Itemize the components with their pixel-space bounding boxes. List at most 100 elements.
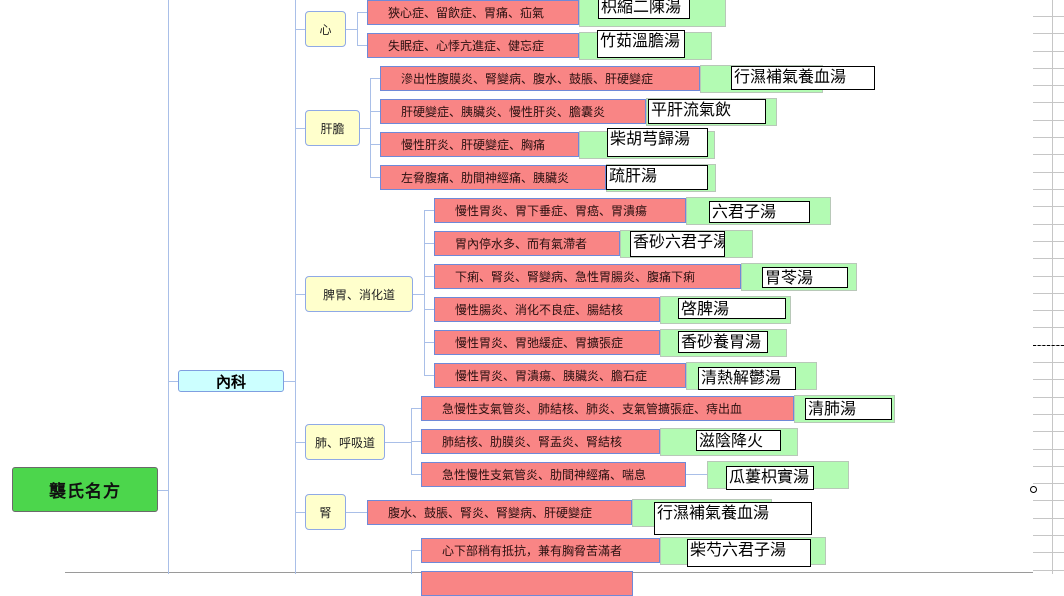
remedy-label[interactable]: 瓜蔞枳實湯 [726, 466, 814, 490]
remedy-label[interactable]: 六君子湯 [709, 201, 810, 223]
sheet-gridline [1033, 570, 1064, 571]
connector-line [295, 442, 305, 443]
remedy-label[interactable]: 滋陰降火 [696, 430, 781, 451]
remedy-label[interactable]: 清熱解鬱湯 [698, 367, 796, 390]
sheet-gridline [1033, 68, 1064, 69]
symptom-node[interactable]: 胃內停水多、而有氣滯者 [434, 231, 620, 256]
connector-line [424, 309, 434, 310]
symptom-node[interactable]: 下痢、腎炎、腎變病、急性胃腸炎、腹痛下痢 [434, 264, 741, 289]
symptom-node[interactable]: 心下部稍有抵抗，兼有胸脅苦滿者 [421, 538, 660, 563]
sheet-gridline [1033, 51, 1064, 52]
sheet-gridline [1033, 379, 1064, 380]
connector-line [357, 45, 367, 46]
symptom-node[interactable]: 肺結核、肋膜炎、腎盂炎、腎結核 [421, 429, 660, 454]
connector-line [413, 294, 424, 295]
connector-line [686, 474, 707, 475]
sheet-gridline [1033, 189, 1064, 190]
category-node[interactable]: 肺、呼吸道 [305, 424, 385, 460]
sheet-gridline [1033, 500, 1064, 501]
remedy-label[interactable]: 平肝流氣飲 [648, 99, 766, 124]
connector-line [370, 144, 380, 145]
root-node[interactable]: 襲氏名方 [12, 467, 158, 512]
connector-line [411, 441, 421, 442]
sheet-gridline [1033, 137, 1064, 138]
connector-line [295, 0, 296, 574]
selection-handle[interactable] [1030, 486, 1037, 493]
connector-line [424, 276, 434, 277]
remedy-label[interactable]: 竹茹溫膽湯 [597, 30, 685, 58]
sheet-gridline [1033, 102, 1064, 103]
connector-line [370, 111, 380, 112]
category-node[interactable]: 腎 [305, 494, 346, 530]
remedy-label[interactable]: 清肺湯 [805, 398, 892, 420]
connector-line [357, 12, 367, 13]
symptom-node[interactable]: 肝硬變症、胰臟炎、慢性肝炎、膽囊炎 [380, 99, 646, 124]
symptom-node[interactable]: 腹水、鼓脹、腎炎、腎變病、肝硬變症 [367, 500, 632, 525]
symptom-node[interactable]: 急慢性支氣管炎、肺結核、肺炎、支氣管擴張症、痔出血 [421, 396, 794, 421]
connector-line [158, 490, 168, 491]
remedy-label[interactable]: 胃苓湯 [762, 267, 848, 288]
symptom-node[interactable]: 慢性胃炎、胃下垂症、胃癌、胃潰瘍 [434, 198, 686, 223]
remedy-label[interactable]: 行濕補氣養血湯 [731, 66, 875, 90]
remedy-label[interactable]: 柴胡芎歸湯 [607, 128, 708, 157]
remedy-label[interactable]: 柴芍六君子湯 [687, 539, 811, 567]
sheet-gridline [1033, 85, 1064, 86]
sheet-gridline [1033, 518, 1064, 519]
sheet-gridline [1033, 293, 1064, 294]
sheet-gridline [1033, 224, 1064, 225]
sheet-gridline [1033, 310, 1064, 311]
department-node[interactable]: 內科 [178, 370, 284, 392]
remedy-label[interactable]: 香砂六君子湯 [630, 231, 725, 257]
remedy-label[interactable]: 行濕補氣養血湯 [654, 502, 812, 535]
sheet-gridline [1033, 552, 1064, 553]
sheet-gridline [1033, 258, 1064, 259]
sheet-gridline [1033, 535, 1064, 536]
symptom-node[interactable]: 狹心症、留飲症、胃痛、疝氣 [367, 0, 579, 25]
remedy-label[interactable]: 疏肝湯 [606, 165, 708, 190]
sheet-gridline [1033, 449, 1064, 450]
sheet-gridline [1033, 33, 1064, 34]
sheet-gridline [1033, 397, 1064, 398]
connector-line [411, 550, 421, 551]
remedy-label[interactable]: 啓脾湯 [678, 298, 786, 319]
connector-line [424, 210, 425, 375]
sheet-gridline [1033, 362, 1064, 363]
sheet-gridline [1033, 16, 1064, 17]
category-node[interactable]: 肝膽 [305, 110, 360, 146]
sheet-gridline [1033, 120, 1064, 121]
category-node[interactable]: 脾胃、消化道 [305, 276, 413, 312]
connector-line [346, 512, 367, 513]
symptom-node[interactable]: 慢性胃炎、胃潰瘍、胰臟炎、膽石症 [434, 363, 686, 388]
connector-line [168, 381, 178, 382]
connector-line [411, 408, 421, 409]
connector-line [424, 243, 434, 244]
connector-line [424, 210, 434, 211]
connector-line [424, 342, 434, 343]
connector-line [424, 375, 434, 376]
symptom-node[interactable]: 失眠症、心悸亢進症、健忘症 [367, 33, 579, 58]
symptom-node[interactable]: 慢性肝炎、肝硬變症、胸痛 [380, 132, 579, 157]
connector-line [370, 78, 380, 79]
connector-line [295, 128, 305, 129]
sheet-gridline [1033, 241, 1064, 242]
sheet-gridline [1033, 466, 1064, 467]
connector-line [295, 29, 305, 30]
symptom-node[interactable]: 左脅腹痛、肋間神經痛、胰臟炎 [380, 165, 606, 190]
symptom-node[interactable]: 慢性腸炎、消化不良症、腸結核 [434, 297, 660, 322]
remedy-label[interactable]: 枳縮二陳湯 [598, 0, 690, 19]
category-node[interactable]: 心 [305, 11, 346, 47]
connector-line [168, 0, 169, 574]
connector-line [295, 294, 305, 295]
symptom-node-partial[interactable] [421, 571, 633, 596]
page-break-dashed-line [1033, 345, 1064, 346]
sheet-gridline [1033, 431, 1064, 432]
remedy-label[interactable]: 香砂養胃湯 [678, 331, 768, 353]
connector-line [411, 474, 421, 475]
sheet-gridline [1033, 172, 1064, 173]
symptom-node[interactable]: 滲出性腹膜炎、腎變病、腹水、鼓脹、肝硬變症 [380, 66, 700, 91]
sheet-gridline [1033, 206, 1064, 207]
connector-line [385, 442, 411, 443]
connector-line [360, 128, 370, 129]
symptom-node[interactable]: 慢性胃炎、胃弛緩症、胃擴張症 [434, 330, 660, 355]
symptom-node[interactable]: 急性慢性支氣管炎、肋間神經痛、喘息 [421, 462, 686, 487]
